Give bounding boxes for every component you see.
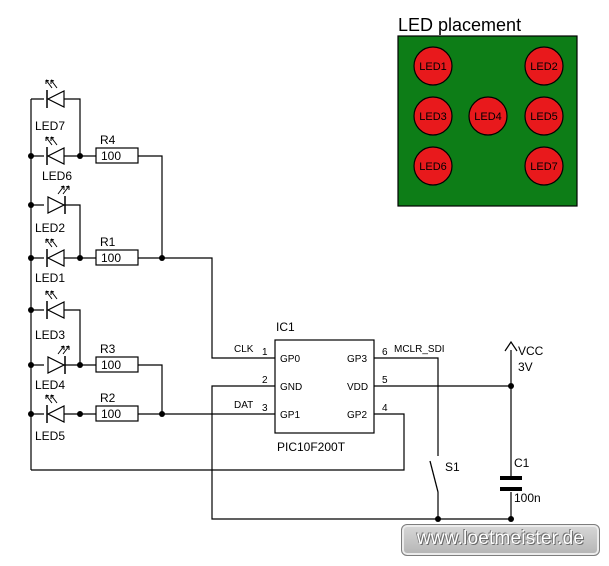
pin4-name: GP2 (347, 410, 367, 421)
watermark-text: www.loetmeister.de (416, 528, 585, 549)
led7-label: LED7 (35, 119, 65, 133)
r1-ref: R1 (100, 235, 116, 249)
led4-label: LED4 (35, 378, 65, 392)
vcc-supply: VCC 3V (504, 340, 544, 374)
schematic-led1: LED1 (35, 238, 65, 285)
placement-led7: LED7 (524, 146, 564, 186)
r4-value: 100 (101, 149, 121, 163)
clk-net-label: CLK (234, 344, 254, 355)
placement-led4-label: LED4 (474, 111, 502, 123)
schematic-led3: LED3 (35, 290, 65, 342)
placement-led2-label: LED2 (530, 61, 558, 73)
resistor-r2: R2 100 (95, 391, 139, 422)
schematic-led4: LED4 (35, 345, 70, 392)
watermark-badge: www.loetmeister.de (401, 524, 600, 556)
r3-ref: R3 (100, 342, 116, 356)
pin3-number: 3 (262, 403, 268, 414)
r4-ref: R4 (100, 133, 116, 147)
resistor-r1: R1 100 (95, 235, 139, 266)
placement-led6: LED6 (413, 146, 453, 186)
junctions (28, 153, 514, 522)
c1-ref: C1 (514, 456, 530, 470)
led6-label: LED6 (42, 169, 72, 183)
led3-label: LED3 (35, 328, 65, 342)
switch-s1: S1 (429, 460, 460, 493)
placement-led1: LED1 (413, 46, 453, 86)
pin1-number: 1 (262, 347, 268, 358)
placement-led7-label: LED7 (530, 161, 558, 173)
ic1: IC1 PIC10F200T 1 GP0 CLK 2 GND 3 GP1 DAT… (234, 320, 445, 454)
placement-led4: LED4 (468, 96, 508, 136)
schematic-led7: LED7 (35, 79, 65, 133)
placement-title: LED placement (398, 15, 521, 35)
c1-value: 100n (514, 491, 541, 505)
vcc-value: 3V (518, 360, 533, 374)
pin2-name: GND (280, 382, 302, 393)
capacitor-c1: C1 100n (500, 456, 541, 505)
r3-value: 100 (101, 358, 121, 372)
schematic-led6: LED6 (42, 136, 72, 183)
led1-label: LED1 (35, 271, 65, 285)
r2-value: 100 (101, 407, 121, 421)
pin3-name: GP1 (280, 410, 300, 421)
schematic-led5: LED5 (35, 394, 65, 443)
placement-led3-label: LED3 (419, 111, 447, 123)
pin4-number: 4 (382, 403, 388, 414)
led2-label: LED2 (35, 221, 65, 235)
resistor-r3: R3 100 (95, 342, 139, 373)
placement-led6-label: LED6 (419, 161, 447, 173)
pin1-name: GP0 (280, 354, 300, 365)
ic1-body (274, 339, 375, 434)
placement-led5: LED5 (524, 96, 564, 136)
pin5-name: VDD (347, 382, 368, 393)
placement-led5-label: LED5 (530, 111, 558, 123)
vcc-label: VCC (518, 344, 544, 358)
ic1-part: PIC10F200T (277, 440, 346, 454)
dat-net-label: DAT (234, 400, 253, 411)
placement-led2: LED2 (524, 46, 564, 86)
r1-value: 100 (101, 251, 121, 265)
pin6-number: 6 (382, 347, 388, 358)
led5-label: LED5 (35, 429, 65, 443)
led-placement-panel: LED placement LED1 LED2 LED3 LED4 LED5 L… (397, 15, 578, 207)
placement-led1-label: LED1 (419, 61, 447, 73)
ic1-ref: IC1 (276, 320, 295, 334)
pin6-name: GP3 (347, 354, 367, 365)
mclr-net-label: MCLR_SDI (394, 344, 445, 355)
schematic-led2: LED2 (35, 185, 70, 235)
placement-led3: LED3 (413, 96, 453, 136)
s1-ref: S1 (445, 460, 460, 474)
pin2-number: 2 (262, 375, 268, 386)
r2-ref: R2 (100, 391, 116, 405)
pin5-number: 5 (382, 375, 388, 386)
resistor-r4: R4 100 (95, 133, 139, 164)
